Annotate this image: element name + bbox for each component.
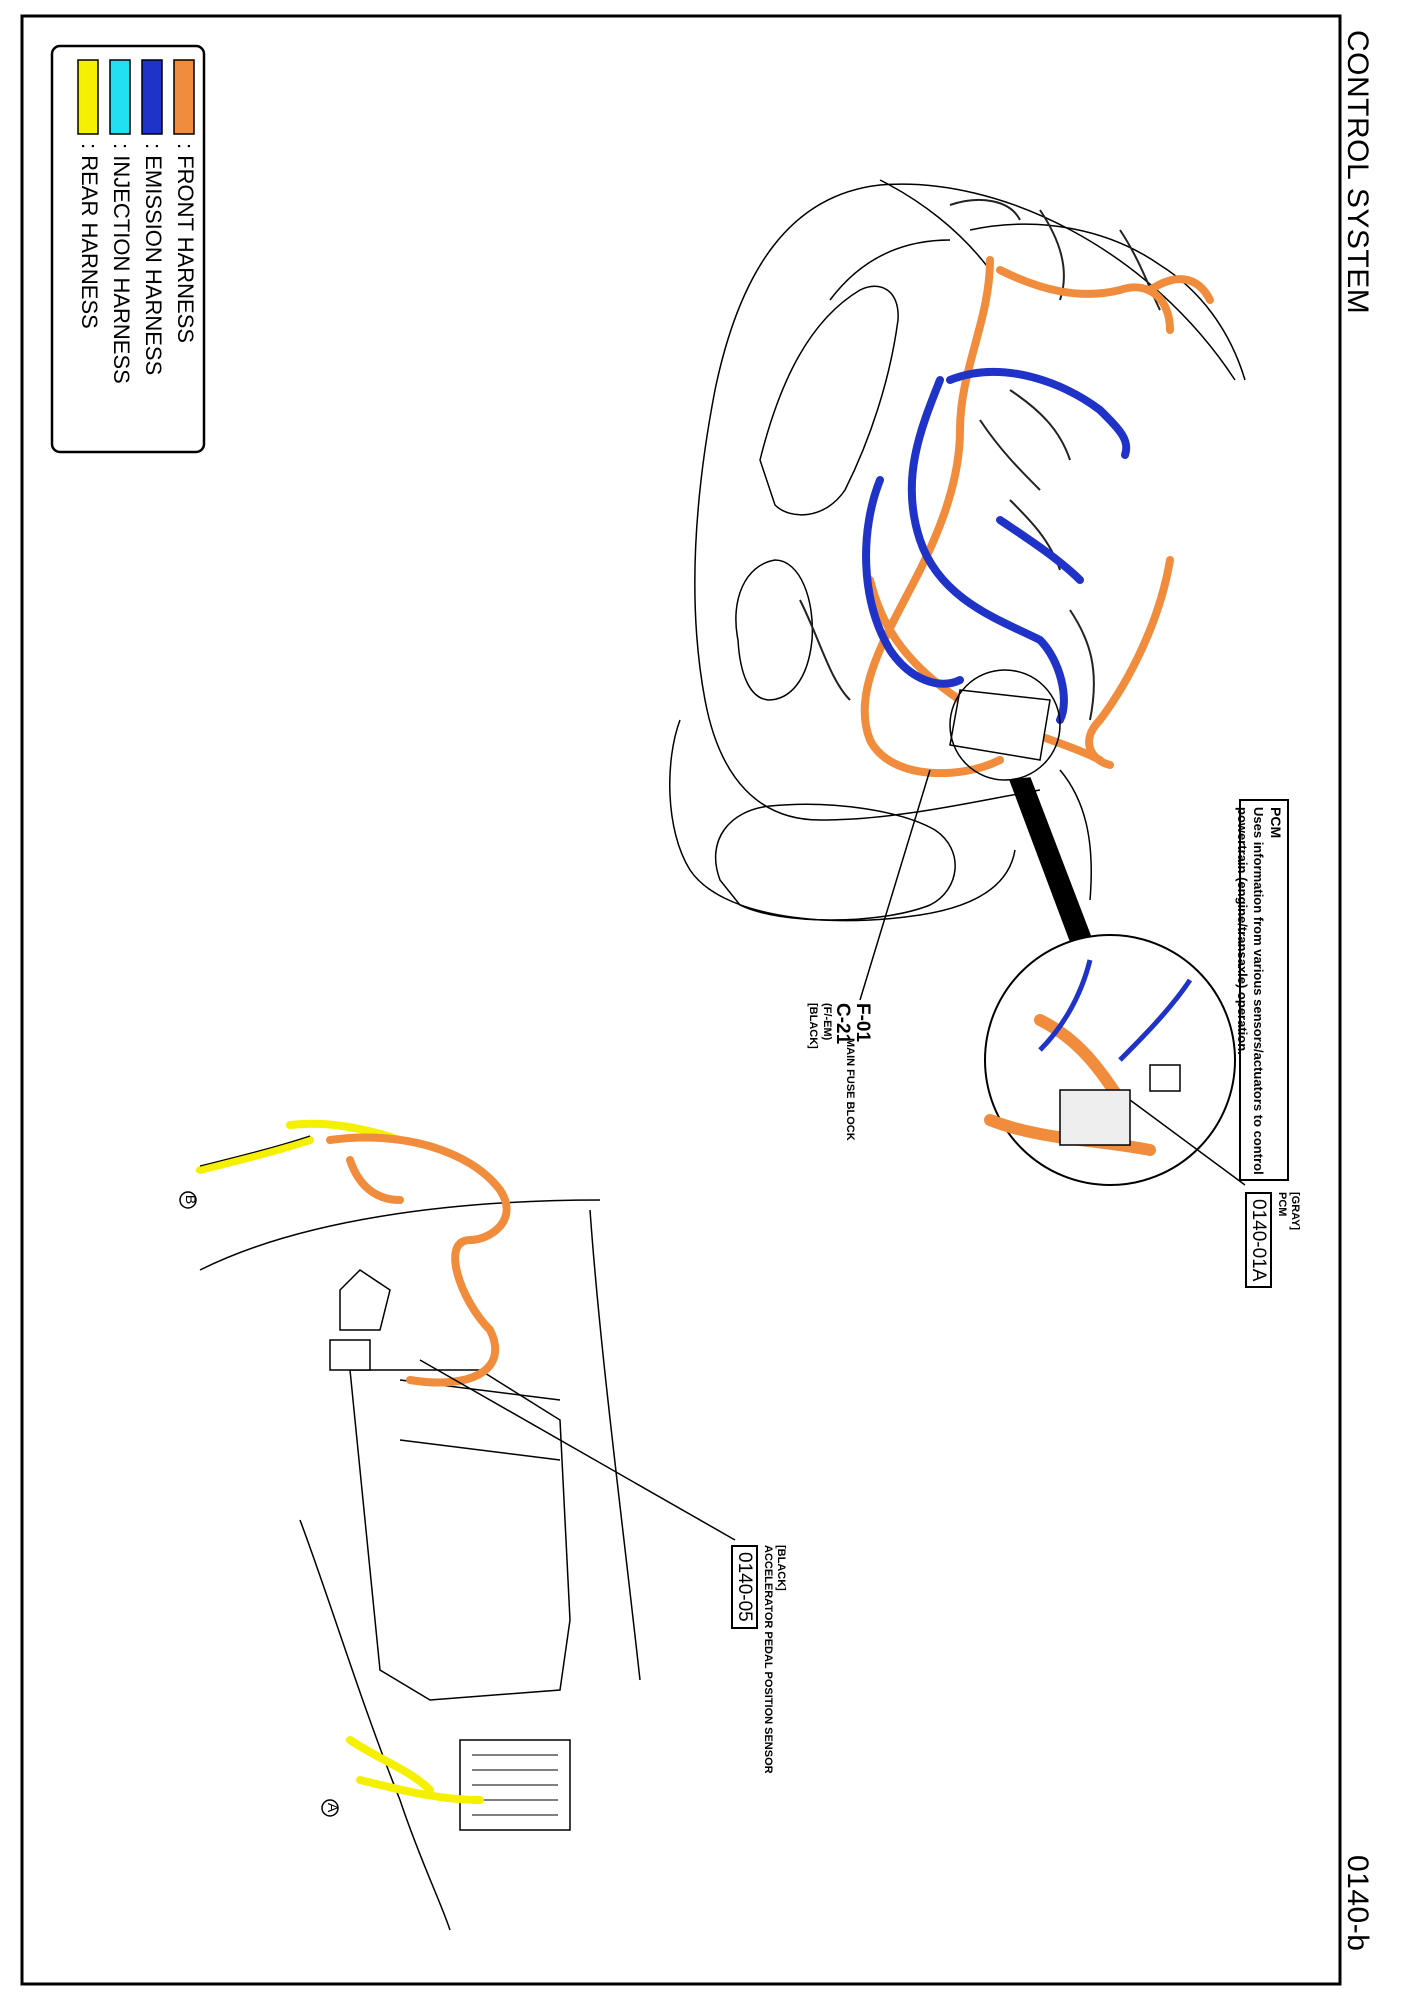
legend-label-injection: : INJECTION HARNESS (109, 143, 134, 384)
page-code: 0140-b (1341, 1855, 1374, 1952)
page-frame (20, 14, 1342, 1986)
dashboard-outline (199, 1199, 641, 1931)
car-body-outline (669, 179, 1246, 922)
legend-swatch-rear (77, 59, 99, 135)
fuse-color-note: [BLACK] (807, 1003, 819, 1049)
pcm-description: PCM Uses information from various sensor… (1232, 803, 1286, 1181)
fuse-block-name: MAIN FUSE BLOCK (844, 1038, 856, 1141)
legend-label-emission: : EMISSION HARNESS (141, 143, 166, 376)
legend-swatch-front (173, 59, 195, 135)
legend-label-front: : FRONT HARNESS (173, 143, 198, 344)
legend-swatch-emission (141, 59, 163, 135)
emission-harness-bay (862, 368, 1131, 724)
fuse-block-code: F-01 (852, 1003, 873, 1043)
fuse-connector: C-21 (832, 1003, 853, 1045)
pcm-zoom-view (984, 934, 1236, 1186)
marker-a: A (325, 1802, 341, 1813)
pcm-code-box: 0140-01A (1245, 1192, 1272, 1289)
thin-wires-bay (799, 199, 1161, 721)
pcm-name-label: PCM (1276, 1192, 1288, 1217)
pcm-title: PCM (1268, 807, 1284, 839)
legend-swatch-injection (109, 59, 131, 135)
pcm-module (949, 669, 1092, 941)
leader-lines (419, 769, 1246, 1541)
legend-box (50, 44, 206, 454)
marker-b: B (183, 1194, 199, 1205)
accelerator-color-note: [BLACK] (775, 1545, 787, 1591)
fuse-connector-note: (F/-EM) (821, 1003, 833, 1041)
pcm-color-note: [GRAY] (1289, 1192, 1301, 1231)
pcm-callout-box (1239, 799, 1289, 1181)
pcm-description-text: Uses information from various sensors/ac… (1235, 807, 1267, 1175)
legend-label-rear: : REAR HARNESS (77, 143, 102, 329)
marker-a-circle (321, 1799, 339, 1817)
pcm-location-circle (949, 669, 1061, 781)
front-harness-dash (326, 1133, 511, 1387)
accelerator-name: ACCELERATOR PEDAL POSITION SENSOR (762, 1545, 774, 1774)
marker-b-circle (179, 1191, 197, 1209)
page-title: CONTROL SYSTEM (1341, 30, 1374, 315)
rear-harness (196, 1119, 484, 1804)
accelerator-code-box: 0140-05 (731, 1545, 758, 1629)
rear-harness-outline (199, 1135, 311, 1167)
